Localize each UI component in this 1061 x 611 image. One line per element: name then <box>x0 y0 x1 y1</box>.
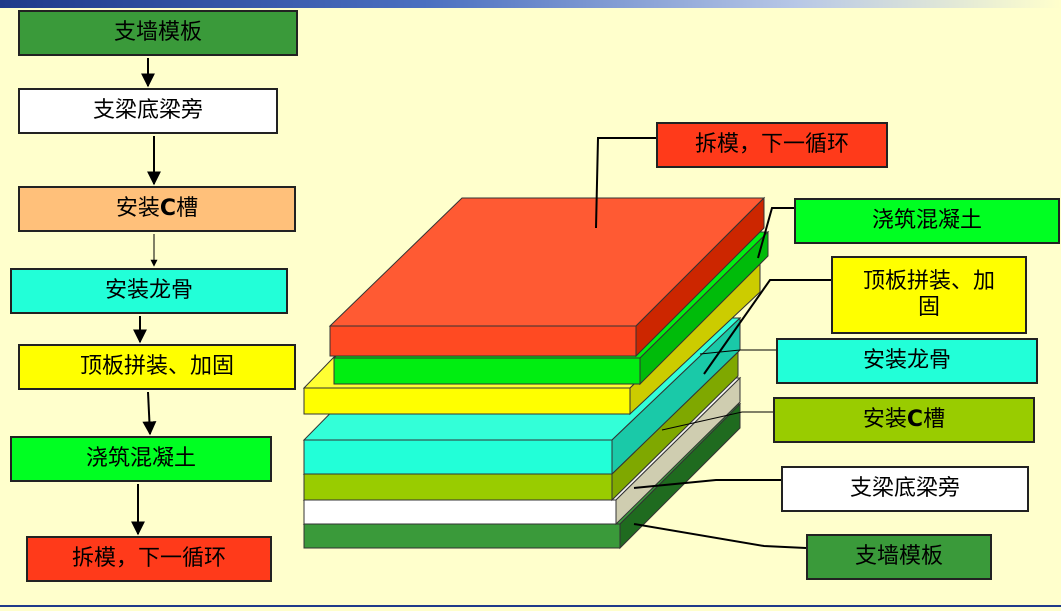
flow-step-demold: 拆模，下一循环 <box>26 536 272 582</box>
leader-c-channel <box>661 411 773 431</box>
label-beam-formwork: 支梁底梁旁 <box>781 466 1029 512</box>
leader-slab <box>703 279 831 375</box>
layer-stack <box>302 196 770 550</box>
label-c-channel: 安装C槽 <box>773 397 1035 443</box>
label-pour-concrete: 浇筑混凝土 <box>794 198 1060 244</box>
flow-step-c-channel: 安装C槽 <box>18 186 296 232</box>
leader-pour <box>757 207 794 259</box>
bottom-rule <box>0 605 1061 607</box>
leader-demold <box>595 137 656 229</box>
flow-step-wall-formwork: 支墙模板 <box>18 10 298 56</box>
leader-beam <box>633 479 781 489</box>
flow-step-slab-assembly: 顶板拼装、加固 <box>18 344 296 390</box>
label-demold: 拆模，下一循环 <box>656 122 888 168</box>
flow-step-beam-formwork: 支梁底梁旁 <box>18 88 278 134</box>
label-slab-assembly: 顶板拼装、加 固 <box>831 256 1027 334</box>
flow-arrow-5 <box>142 391 157 436</box>
label-keel: 安装龙骨 <box>776 338 1038 384</box>
leader-lines <box>595 137 831 549</box>
title-bar-gradient <box>0 0 1061 8</box>
leader-keel <box>699 349 776 355</box>
flow-step-pour-concrete: 浇筑混凝土 <box>10 436 272 482</box>
flow-arrows <box>131 58 161 536</box>
flow-step-keel: 安装龙骨 <box>10 268 288 314</box>
leader-wall <box>633 523 807 549</box>
layer-demold <box>328 196 766 358</box>
label-wall-formwork: 支墙模板 <box>806 534 992 580</box>
